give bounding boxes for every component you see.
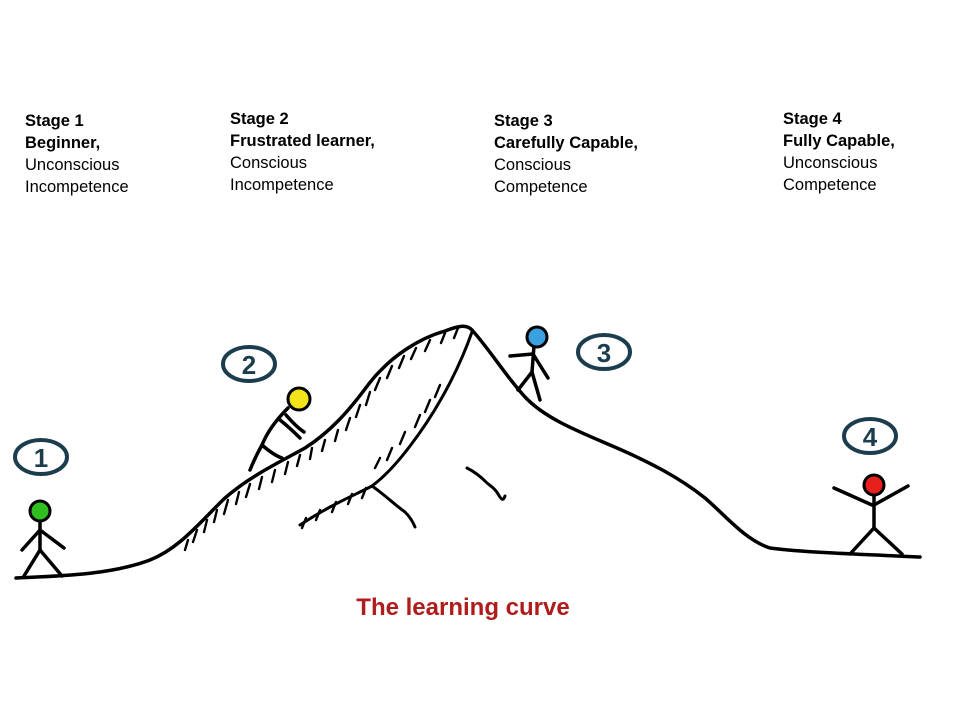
- mountain-ridge: [370, 330, 474, 488]
- figure-stage-2: [248, 386, 312, 472]
- stage-1-label: Stage 1 Beginner, Unconscious Incompeten…: [25, 110, 129, 198]
- marker-4-text: 4: [863, 422, 878, 452]
- figure-stage-3-head: [525, 325, 549, 349]
- stage-2-label: Stage 2 Frustrated learner, Conscious In…: [230, 108, 375, 196]
- stage-3-line2: Competence: [494, 178, 588, 196]
- mountain-crevice: [465, 466, 507, 501]
- figure-stage-3: [508, 325, 550, 402]
- stage-4-line1: Unconscious: [783, 154, 878, 172]
- figure-stage-1-head: [28, 499, 52, 523]
- marker-4: 4: [842, 417, 898, 455]
- marker-3-text: 3: [597, 338, 611, 368]
- marker-1-text: 1: [34, 443, 48, 473]
- stage-1-title: Stage 1: [25, 112, 84, 130]
- stage-2-line1: Conscious: [230, 154, 308, 172]
- figure-stage-4: [832, 473, 910, 556]
- figure-stage-4-head: [862, 473, 886, 497]
- stage-1-line1: Unconscious: [25, 156, 120, 174]
- stage-1-name: Beginner,: [25, 134, 101, 152]
- stage-4-name: Fully Capable,: [783, 132, 895, 150]
- stage-3-title: Stage 3: [494, 112, 553, 130]
- stage-4-label: Stage 4 Fully Capable, Unconscious Compe…: [783, 108, 895, 196]
- stage-2-name: Frustrated learner,: [230, 132, 375, 150]
- figure-stage-2-head: [286, 386, 312, 412]
- stage-2-title: Stage 2: [230, 110, 289, 128]
- marker-2-text: 2: [242, 350, 256, 380]
- stage-4-line2: Competence: [783, 176, 877, 194]
- mountain-ledge: [298, 484, 417, 529]
- stage-1-line2: Incompetence: [25, 178, 129, 196]
- figure-stage-1: [20, 499, 66, 578]
- stage-4-title: Stage 4: [783, 110, 842, 128]
- marker-1: 1: [13, 438, 69, 476]
- stage-2-line2: Incompetence: [230, 176, 334, 194]
- slope-hatching: [183, 326, 460, 552]
- mountain-outline: [14, 324, 922, 580]
- diagram-caption: The learning curve: [356, 594, 570, 621]
- stage-3-name: Carefully Capable,: [494, 134, 638, 152]
- marker-3: 3: [576, 333, 632, 371]
- stage-3-label: Stage 3 Carefully Capable, Conscious Com…: [494, 110, 638, 198]
- stage-3-line1: Conscious: [494, 156, 572, 174]
- marker-2: 2: [221, 345, 277, 383]
